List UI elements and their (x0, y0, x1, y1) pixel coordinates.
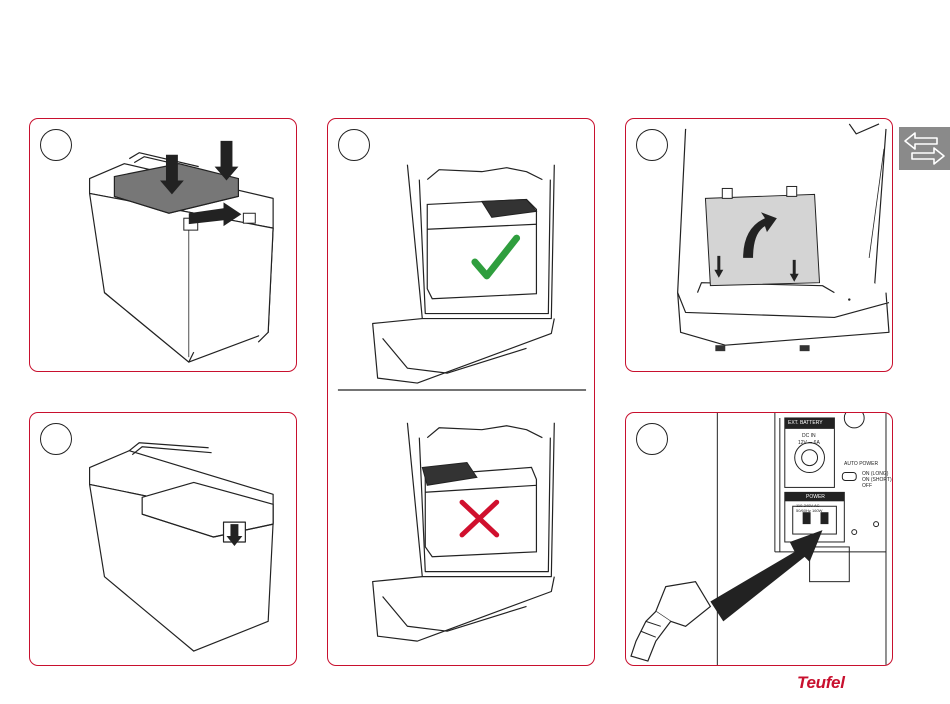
step-panel-4 (625, 118, 893, 372)
battery-cover-place-illustration (30, 119, 296, 371)
ext-battery-spec-dc: DC IN (802, 433, 816, 439)
auto-power-label: AUTO POWER (844, 461, 878, 467)
power-cable-connect-illustration (626, 413, 892, 665)
power-spec-frequency: 50/60Hz 160W (796, 508, 822, 514)
auto-power-option-off: OFF (862, 483, 872, 489)
power-label: POWER (806, 494, 825, 500)
step-panel-5: EXT. BATTERY DC IN 12V ⎓ 6A AUTO POWER O… (625, 412, 893, 666)
battery-orientation-illustration (328, 119, 594, 665)
step-panel-1 (29, 118, 297, 372)
step-number-circle (40, 129, 72, 161)
step-number-circle (338, 129, 370, 161)
swap-arrows-icon (899, 127, 950, 170)
ext-battery-spec-voltage: 12V ⎓ 6A (798, 440, 820, 446)
compartment-lid-close-illustration (626, 119, 892, 371)
step-number-circle (40, 423, 72, 455)
battery-cover-latch-illustration (30, 413, 296, 665)
brand-logo: Teufel (797, 673, 845, 695)
step-number-circle (636, 129, 668, 161)
step-panel-2 (29, 412, 297, 666)
ext-battery-label: EXT. BATTERY (788, 420, 823, 426)
language-switch-tab[interactable] (899, 127, 950, 170)
step-panel-3 (327, 118, 595, 666)
step-number-circle (636, 423, 668, 455)
